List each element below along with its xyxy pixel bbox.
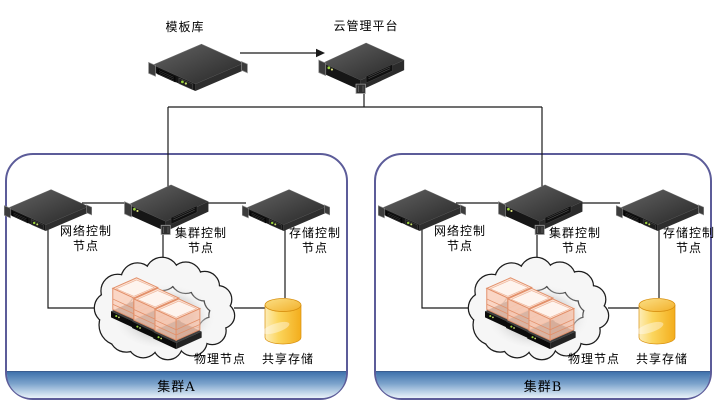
cloud-platform-server-icon [316,36,410,95]
cluster-b-network-node-label: 网络控制 节点 [433,224,486,254]
cluster-a-control-node-label: 集群控制 节点 [174,226,227,256]
cluster-a-shared-storage-icon [263,296,303,346]
cloud-platform-label: 云管理平台 [333,19,399,33]
template-library-server-icon [146,38,250,92]
cluster-a-physical-nodes-cloud-icon [86,255,242,361]
cluster-a-bar: 集群A [7,371,346,398]
cluster-a-network-node-label: 网络控制 节点 [59,224,112,254]
cluster-b-bar: 集群B [376,371,710,398]
cluster-b-shared-storage-label: 共享存储 [635,352,688,366]
cluster-a-storage-node-label: 存储控制 节点 [288,226,341,256]
cluster-b-control-node-label: 集群控制 节点 [548,226,601,256]
cluster-b-physical-nodes-cloud-icon [460,255,616,361]
cluster-b-shared-storage-icon [637,296,677,346]
cluster-b-storage-node-label: 存储控制 节点 [662,226,715,256]
template-library-label: 模板库 [165,20,205,34]
cluster-b-name: 集群B [523,379,563,395]
cluster-a-physical-nodes-label: 物理节点 [193,352,246,366]
cluster-b-storage-server-icon [614,184,706,232]
cluster-a-storage-server-icon [240,184,332,232]
cluster-b-physical-nodes-label: 物理节点 [567,352,620,366]
cluster-a-shared-storage-label: 共享存储 [261,352,314,366]
cluster-a-name: 集群A [157,379,196,395]
